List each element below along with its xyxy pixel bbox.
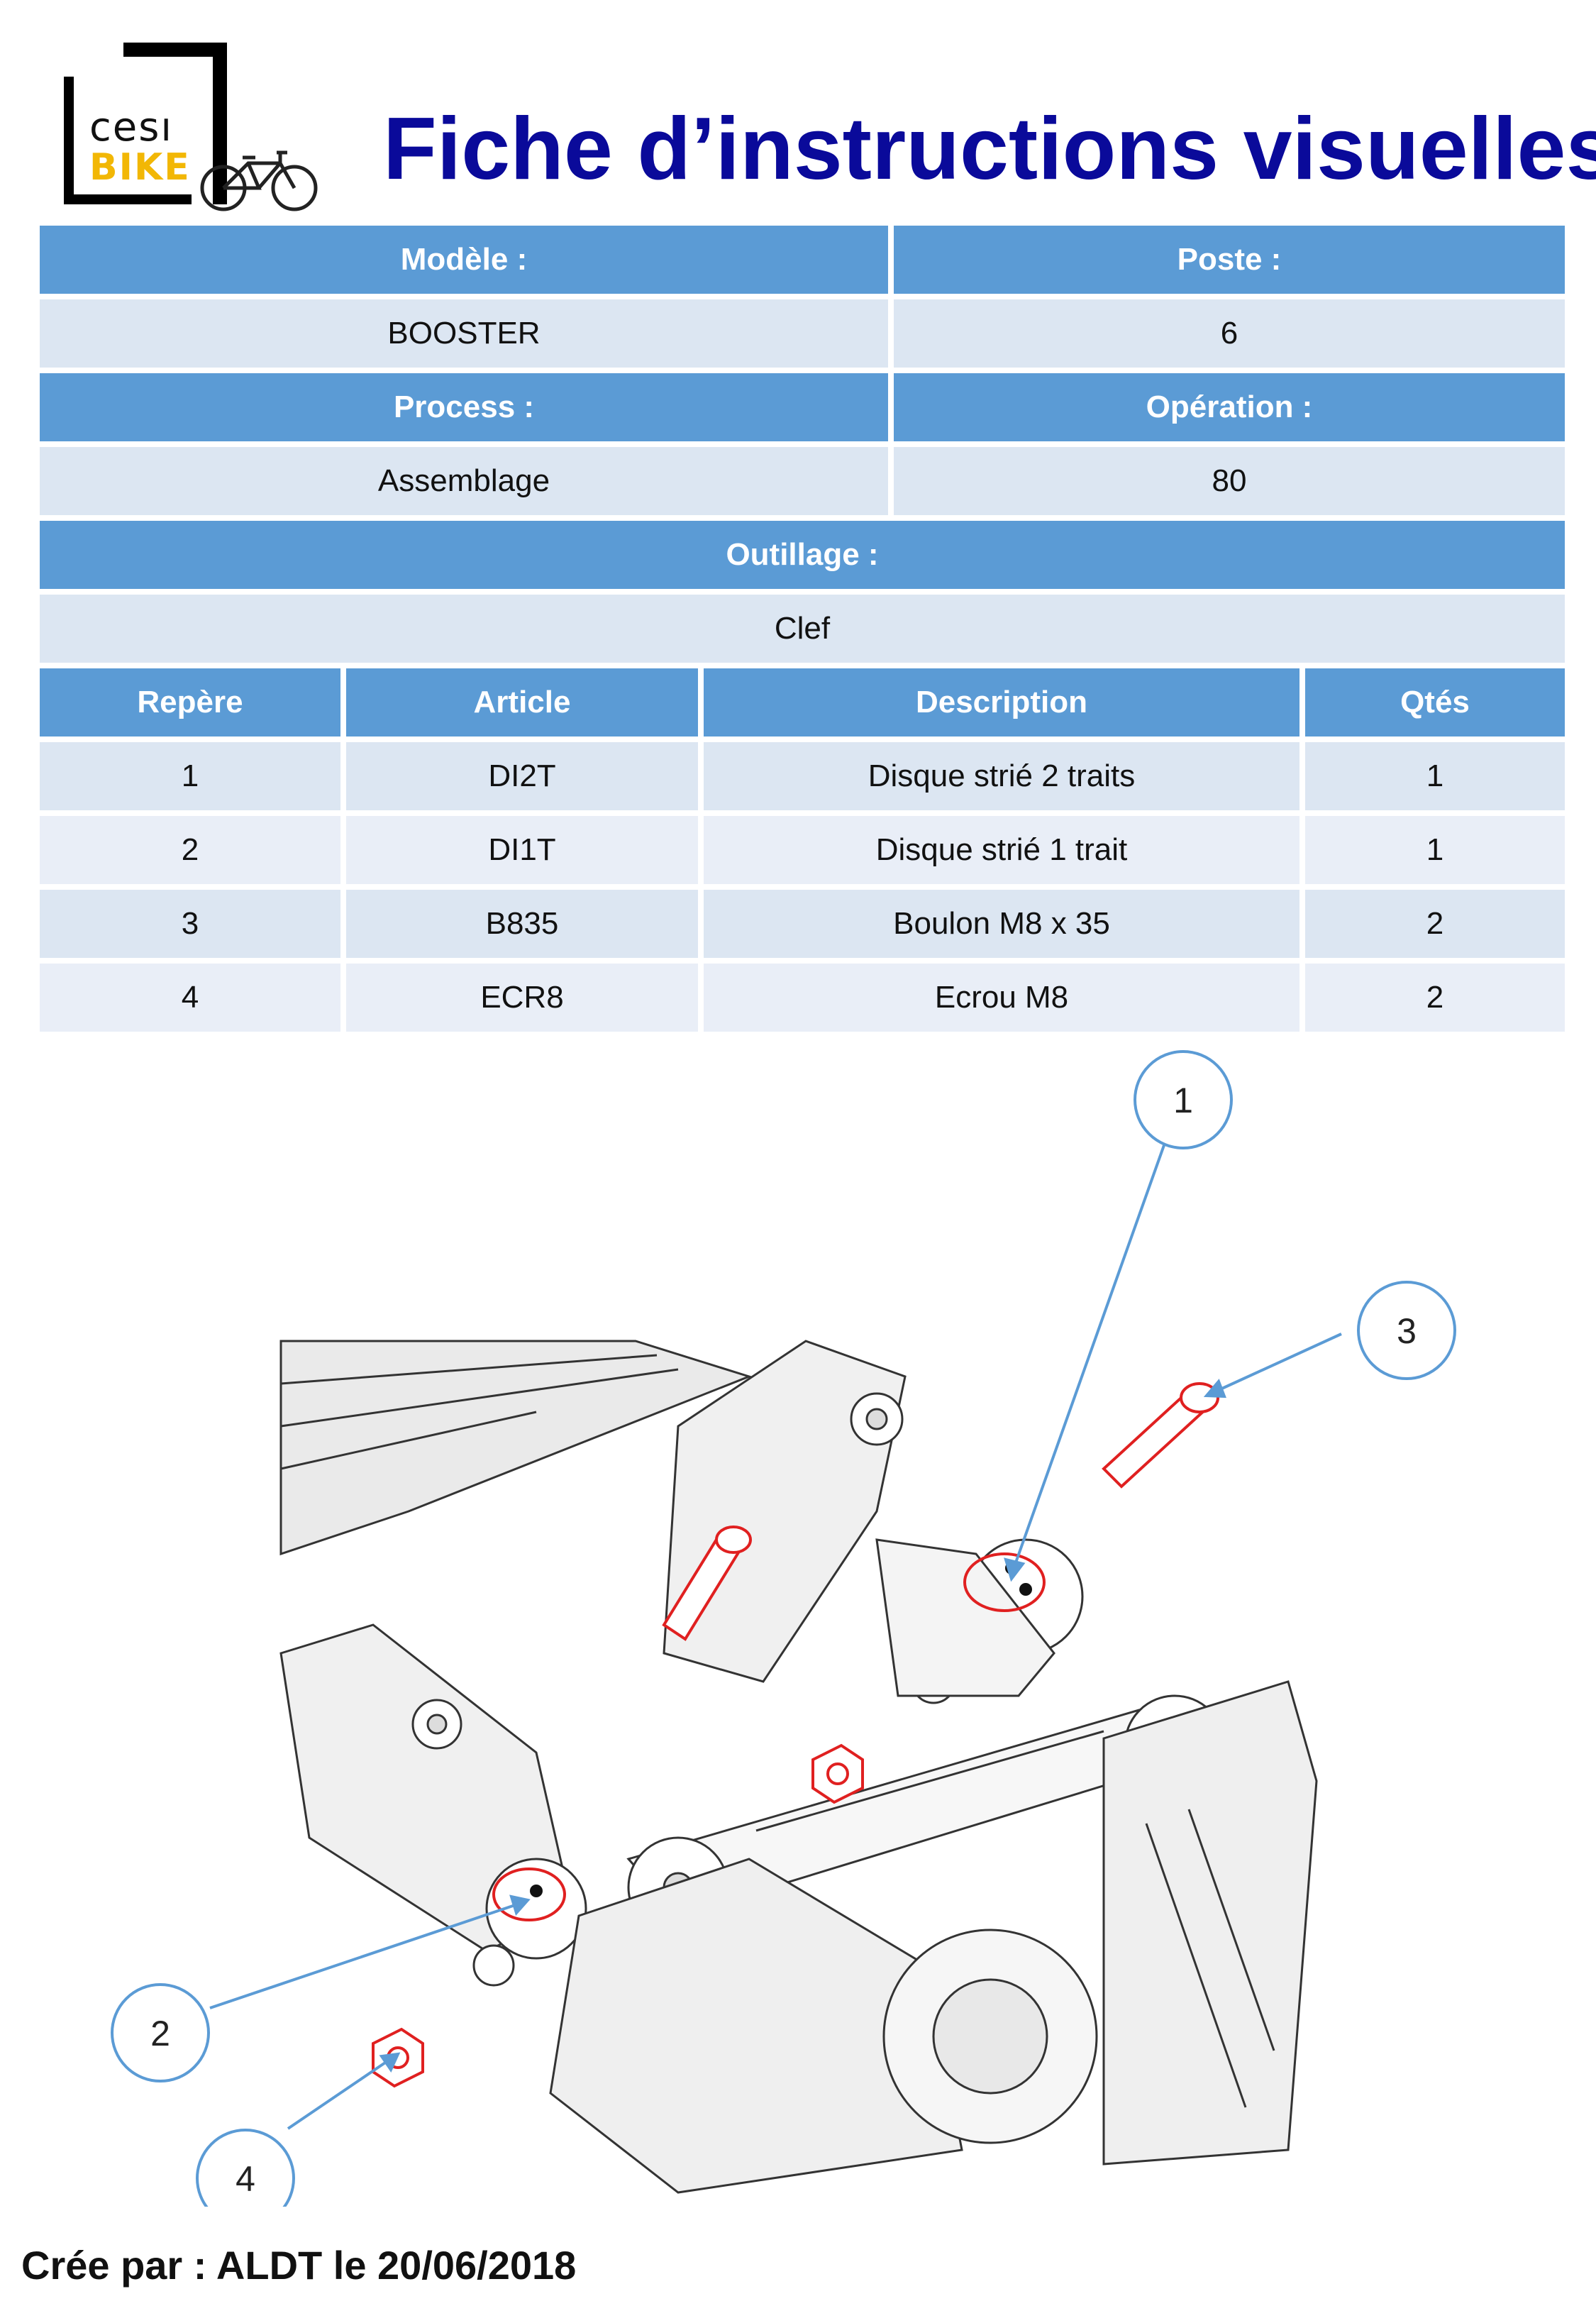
cell-qtes: 2	[1305, 890, 1565, 958]
cell-qtes: 1	[1305, 816, 1565, 884]
row-modele-poste-values: BOOSTER 6	[40, 299, 1565, 368]
callout-circle-2	[111, 1983, 210, 2082]
author-footer: Crée par : ALDT le 20/06/2018	[21, 2243, 577, 2288]
poste-label: Poste :	[894, 226, 1565, 294]
row-outillage-header: Outillage :	[40, 521, 1565, 589]
row-outillage-value: Clef	[40, 595, 1565, 663]
cell-description: Boulon M8 x 35	[704, 890, 1299, 958]
process-value: Assemblage	[40, 447, 888, 515]
operation-value: 80	[894, 447, 1565, 515]
callout-label-2: 2	[150, 2014, 170, 2053]
cell-repere: 3	[40, 890, 340, 958]
cell-repere: 4	[40, 964, 340, 1032]
page-title: Fiche d’instructions visuelles	[383, 100, 1596, 198]
logo-bracket-top	[123, 43, 227, 57]
callout-circle-3	[1357, 1281, 1456, 1380]
parts-table-header: Repère Article Description Qtés	[40, 668, 1565, 737]
cell-description: Disque strié 2 traits	[704, 742, 1299, 810]
row-process-operation-values: Assemblage 80	[40, 447, 1565, 515]
callout-circle-4	[196, 2129, 295, 2207]
process-label: Process :	[40, 373, 888, 441]
operation-label: Opération :	[894, 373, 1565, 441]
header-article: Article	[346, 668, 698, 737]
outillage-label: Outillage :	[40, 521, 1565, 589]
table-row: 2 DI1T Disque strié 1 trait 1	[40, 816, 1565, 884]
cell-article: DI2T	[346, 742, 698, 810]
logo-text-cesi: cesı	[89, 104, 173, 150]
cell-article: ECR8	[346, 964, 698, 1032]
cell-qtes: 1	[1305, 742, 1565, 810]
callout-label-4: 4	[235, 2159, 255, 2199]
cell-description: Ecrou M8	[704, 964, 1299, 1032]
cell-repere: 1	[40, 742, 340, 810]
header-qtes: Qtés	[1305, 668, 1565, 737]
callout-circle-1	[1134, 1050, 1233, 1149]
table-row: 3 B835 Boulon M8 x 35 2	[40, 890, 1565, 958]
logo-frame-bottom	[64, 194, 192, 204]
logo-frame-left	[64, 77, 74, 204]
callout-label-3: 3	[1397, 1311, 1417, 1351]
bicycle-icon	[200, 150, 318, 211]
cell-description: Disque strié 1 trait	[704, 816, 1299, 884]
modele-label: Modèle :	[40, 226, 888, 294]
logo-bracket-right	[213, 43, 227, 204]
row-modele-poste-headers: Modèle : Poste :	[40, 226, 1565, 294]
table-row: 1 DI2T Disque strié 2 traits 1	[40, 742, 1565, 810]
cell-qtes: 2	[1305, 964, 1565, 1032]
assembly-drawing: 1 3 2 4	[111, 1050, 1456, 2207]
table-row: 4 ECR8 Ecrou M8 2	[40, 964, 1565, 1032]
outillage-value: Clef	[40, 595, 1565, 663]
cell-repere: 2	[40, 816, 340, 884]
poste-value: 6	[894, 299, 1565, 368]
row-process-operation-headers: Process : Opération :	[40, 373, 1565, 441]
header-repere: Repère	[40, 668, 340, 737]
cesi-bike-logo: cesı BIKE	[64, 43, 319, 213]
header-description: Description	[704, 668, 1299, 737]
cell-article: DI1T	[346, 816, 698, 884]
logo-text-bike: BIKE	[89, 146, 191, 189]
cell-article: B835	[346, 890, 698, 958]
callout-label-1: 1	[1173, 1081, 1193, 1120]
modele-value: BOOSTER	[40, 299, 888, 368]
